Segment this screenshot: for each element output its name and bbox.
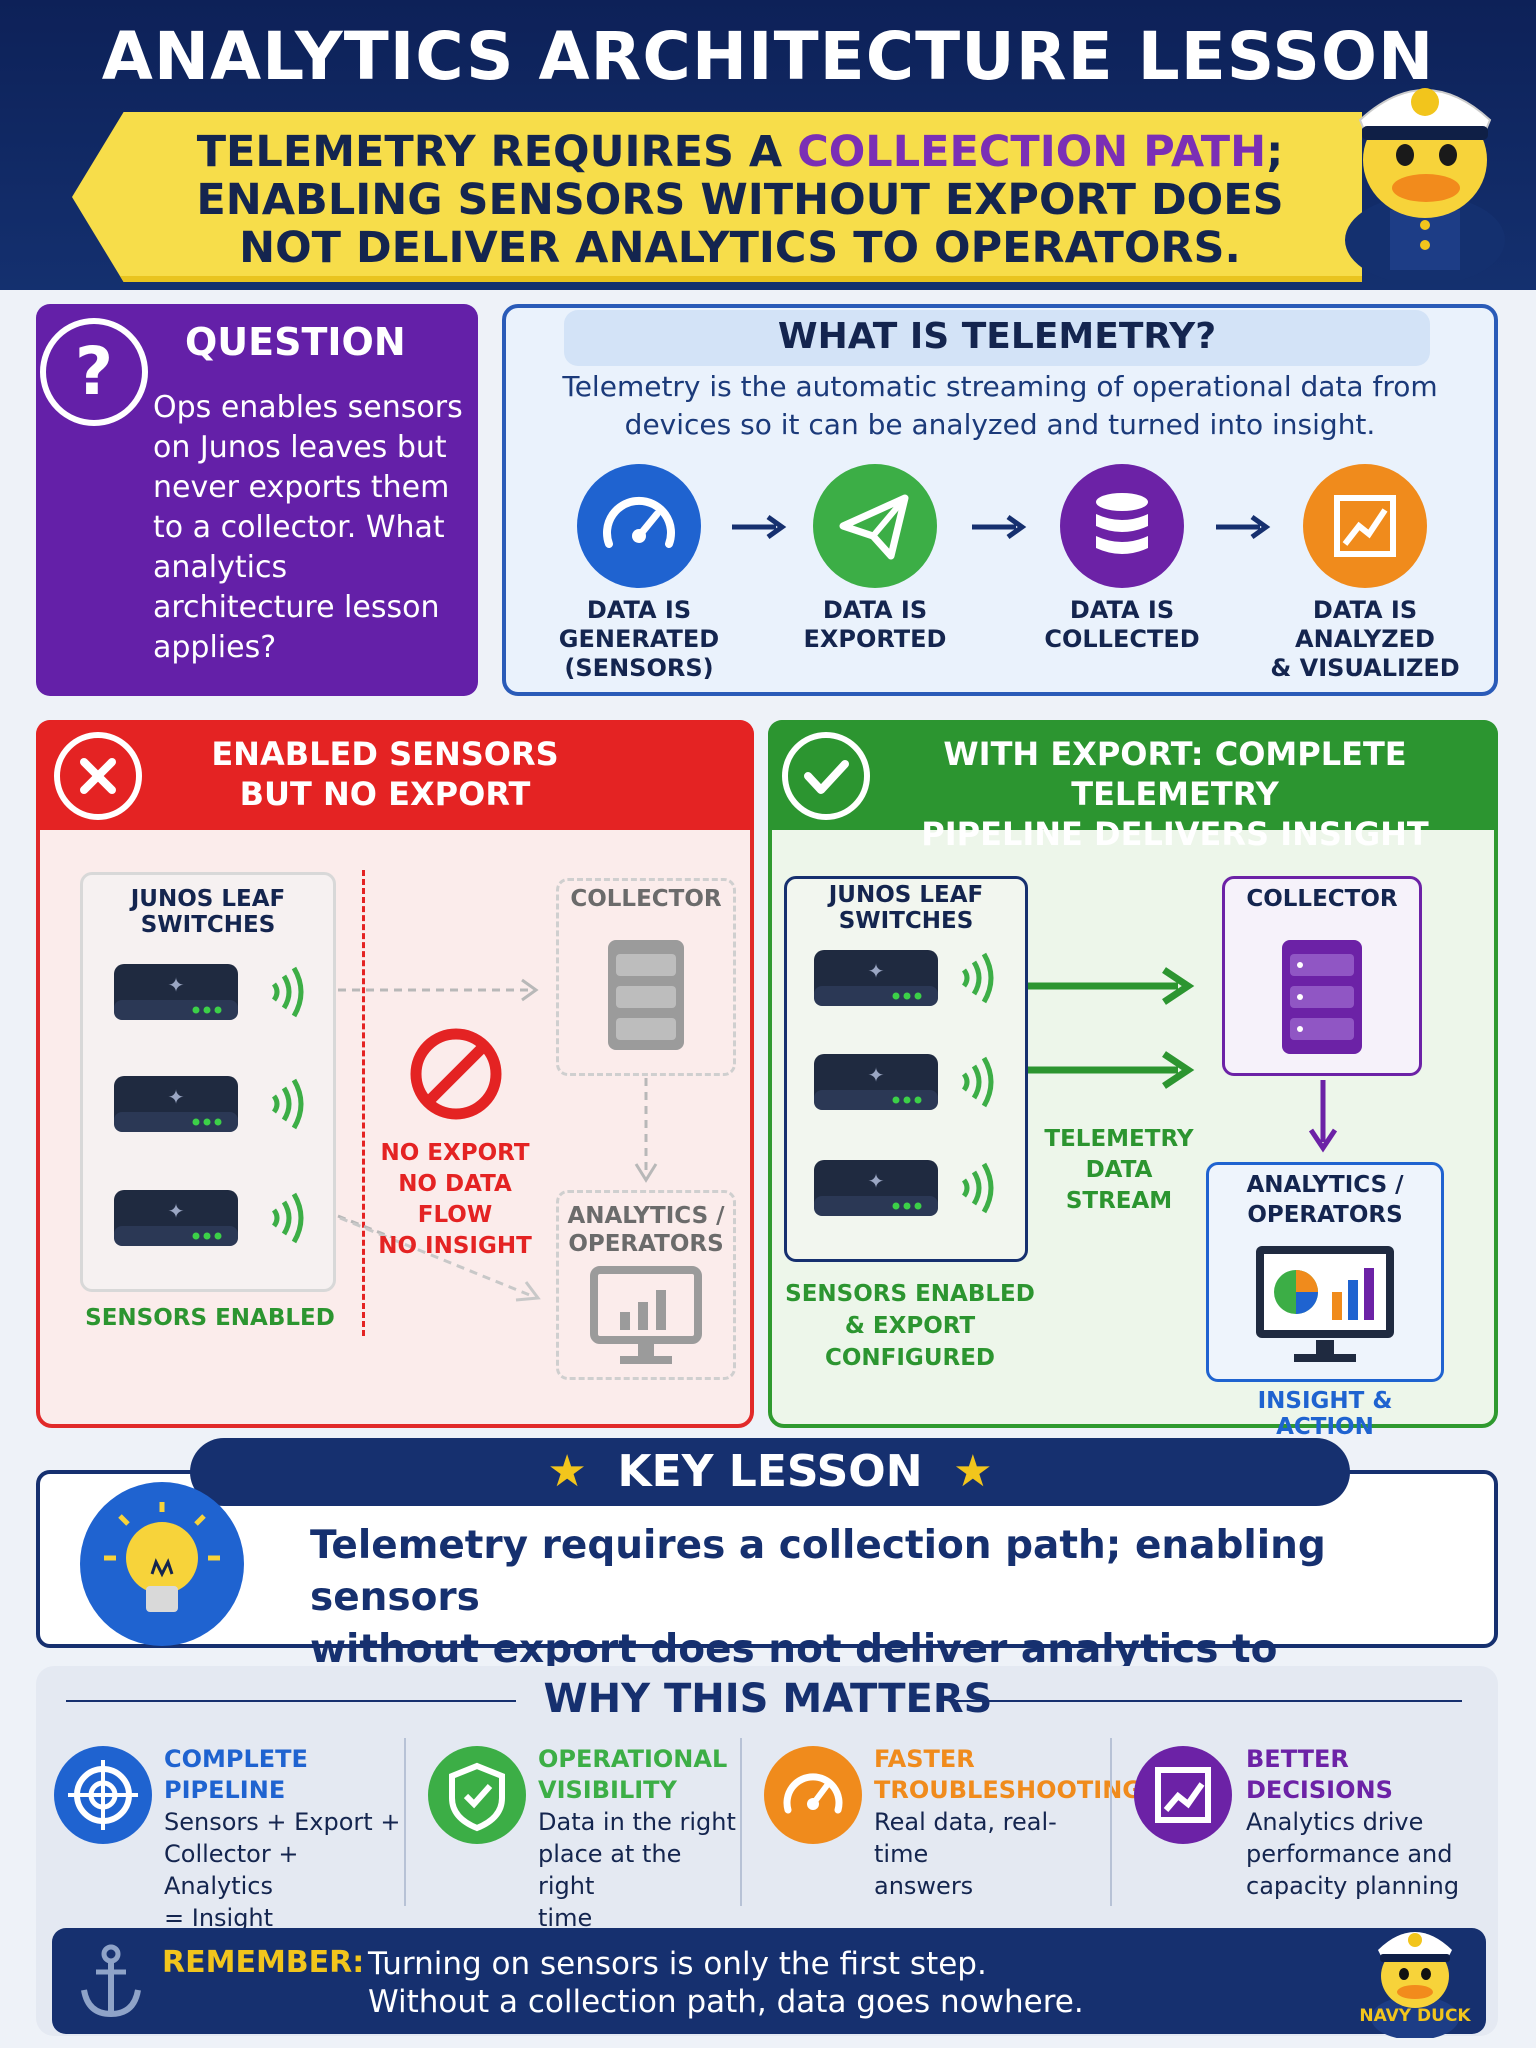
why-matters-title: WHY THIS MATTERS [543, 1676, 993, 1722]
server-icon [1282, 940, 1362, 1054]
why-divider [404, 1738, 406, 1906]
telemetry-description: Telemetry is the automatic streaming of … [562, 370, 1438, 441]
purple-down-arrow [1308, 1080, 1338, 1153]
switch-icon: ✦ [814, 1160, 938, 1216]
headline-part1: TELEMETRY REQUIRES A [196, 127, 798, 177]
with-export-header [768, 720, 1498, 830]
prohibited-icon [410, 1028, 502, 1120]
headline-line2: ENABLING SENSORS WITHOUT EXPORT DOES [196, 175, 1284, 225]
navy-duck-badge: NAVY DUCK [1359, 2006, 1471, 2026]
why-item-pipeline: COMPLETE PIPELINE Sensors + Export +Coll… [164, 1745, 401, 1932]
shield-icon [428, 1746, 526, 1844]
key-lesson-bar [190, 1438, 1350, 1506]
telemetry-title: WHAT IS TELEMETRY? [777, 316, 1217, 357]
switch-icon: ✦ [814, 950, 938, 1006]
insight-action-label: INSIGHT & ACTION [1257, 1388, 1393, 1440]
remember-label: REMEMBER: [162, 1945, 365, 1980]
headline-banner [72, 112, 1362, 282]
light-bulb-icon [80, 1482, 244, 1646]
no-export-header [36, 720, 754, 830]
database-icon [1060, 464, 1184, 588]
svg-text:✦: ✦ [168, 1199, 185, 1223]
svg-text:✦: ✦ [168, 1085, 185, 1109]
star-icon: ★ [547, 1446, 587, 1497]
arrow-right-icon [972, 514, 1027, 540]
good-collector-label: COLLECTOR [1246, 886, 1398, 912]
bad-switches-label: JUNOS LEAF SWITCHES [130, 886, 286, 938]
title-rule-right [956, 1700, 1462, 1702]
bad-analytics-label: ANALYTICS /OPERATORS [567, 1203, 725, 1257]
headline-highlight: COLLEECTION PATH [797, 127, 1267, 177]
captain-duck-mascot-icon [1345, 88, 1505, 280]
paper-plane-icon [813, 464, 937, 588]
signal-waves-icon [961, 952, 994, 1004]
speedometer-icon [764, 1746, 862, 1844]
monitor-icon [590, 1266, 702, 1364]
switch-icon: ✦ [814, 1054, 938, 1110]
signal-waves-icon [961, 1056, 994, 1108]
navy-duck-logo-icon [1371, 1932, 1459, 2038]
good-analytics-label: ANALYTICS /OPERATORS [1246, 1172, 1404, 1228]
headline-part2: ; [1266, 127, 1284, 177]
dashboard-monitor-icon [1256, 1246, 1394, 1362]
svg-text:✦: ✦ [868, 1063, 885, 1087]
gauge-icon [577, 464, 701, 588]
faded-down-arrow [634, 1078, 658, 1183]
question-mark-icon: ? [40, 318, 148, 426]
signal-waves-icon [961, 1162, 994, 1214]
anchor-icon [81, 1944, 141, 2018]
svg-text:✦: ✦ [868, 1169, 885, 1193]
telemetry-header [564, 310, 1430, 366]
switch-icon: ✦ [114, 1190, 238, 1246]
title-rule-left [66, 1700, 516, 1702]
signal-waves-icon [271, 1078, 304, 1130]
why-divider [740, 1738, 742, 1906]
close-x-icon [54, 732, 142, 820]
star-icon: ★ [953, 1446, 993, 1497]
red-divider-line [362, 870, 365, 1336]
bad-sensors-enabled: SENSORS ENABLED [85, 1305, 335, 1331]
remember-bar [52, 1928, 1486, 2034]
bad-collector-label: COLLECTOR [570, 886, 722, 912]
bad-analytics-box [556, 1190, 736, 1380]
headline-text: TELEMETRY REQUIRES A COLLEECTION PATH; E… [150, 128, 1330, 272]
headline-line3: NOT DELIVER ANALYTICS TO OPERATORS. [239, 223, 1241, 273]
signal-waves-icon [271, 1192, 304, 1244]
signal-waves-icon [271, 966, 304, 1018]
key-lesson-title: ★ KEY LESSON ★ [547, 1446, 993, 1497]
why-divider [1110, 1738, 1112, 1906]
green-stream-arrows [1028, 967, 1195, 1089]
question-title: QUESTION [185, 320, 406, 364]
switch-icon: ✦ [114, 964, 238, 1020]
good-switches-label: JUNOS LEAF SWITCHES [828, 882, 984, 934]
svg-text:✦: ✦ [168, 973, 185, 997]
chart-icon [1303, 464, 1427, 588]
target-icon [54, 1746, 152, 1844]
switch-icon: ✦ [114, 1076, 238, 1132]
arrow-right-icon [1216, 514, 1271, 540]
question-body: Ops enables sensors on Junos leaves but … [153, 390, 463, 665]
arrow-right-icon [732, 514, 787, 540]
svg-text:✦: ✦ [868, 959, 885, 983]
page-title: ANALYTICS ARCHITECTURE LESSON [101, 18, 1435, 95]
remember-text: Turning on sensors is only the first ste… [368, 1946, 1084, 2020]
good-sensors-label: SENSORS ENABLED& EXPORT CONFIGURED [785, 1281, 1035, 1371]
faded-arrow-down [339, 1216, 541, 1302]
server-icon [608, 940, 684, 1050]
bad-collector-box [556, 878, 736, 1076]
growth-chart-icon [1134, 1746, 1232, 1844]
checkmark-icon [782, 732, 870, 820]
